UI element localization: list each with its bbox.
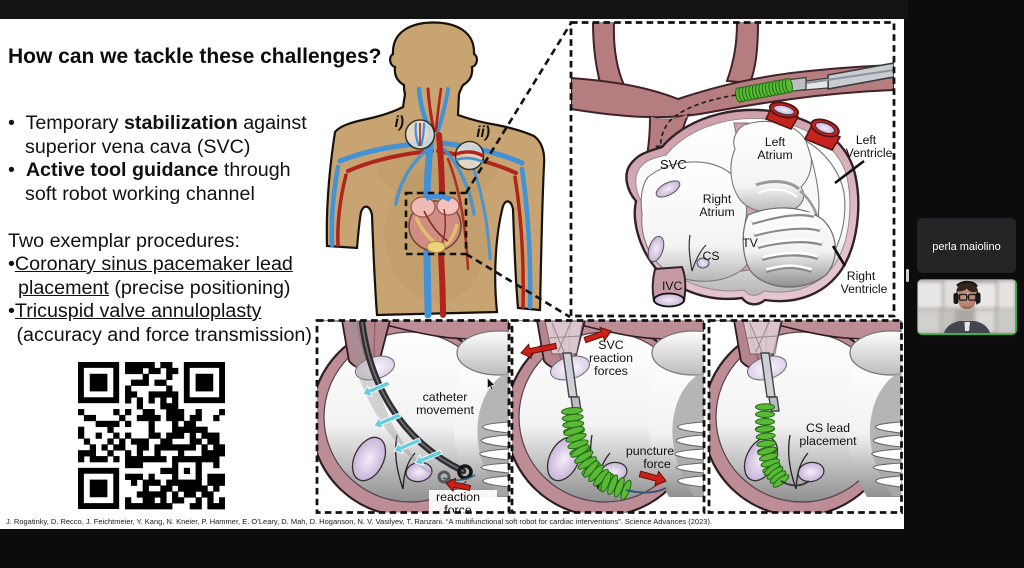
svg-text:IVC: IVC [662, 279, 683, 293]
svg-text:Right: Right [847, 269, 876, 283]
svg-text:Left: Left [856, 133, 877, 147]
svg-text:Ventricle: Ventricle [846, 146, 893, 160]
svg-text:Left: Left [765, 135, 786, 149]
svg-text:reaction: reaction [589, 351, 633, 365]
svg-text:CS lead: CS lead [806, 421, 850, 435]
svg-text:puncture: puncture [626, 444, 674, 458]
svg-text:force: force [643, 457, 671, 471]
svg-text:Atrium: Atrium [699, 205, 734, 219]
svg-text:Ventricle: Ventricle [841, 282, 888, 296]
svg-text:reaction: reaction [436, 490, 480, 504]
svg-text:Atrium: Atrium [757, 148, 792, 162]
svg-text:placement: placement [799, 434, 857, 448]
svg-text:CS: CS [703, 249, 720, 263]
svg-text:ii): ii) [476, 124, 490, 141]
svg-text:SVC: SVC [598, 338, 624, 352]
svg-text:SVC: SVC [660, 157, 687, 172]
svg-text:forces: forces [594, 364, 628, 378]
svg-text:movement: movement [416, 403, 474, 417]
svg-text:force: force [444, 503, 472, 517]
svg-text:Right: Right [703, 192, 732, 206]
svg-text:TV: TV [742, 236, 758, 250]
svg-text:catheter: catheter [423, 390, 468, 404]
svg-text:i): i) [395, 114, 404, 131]
